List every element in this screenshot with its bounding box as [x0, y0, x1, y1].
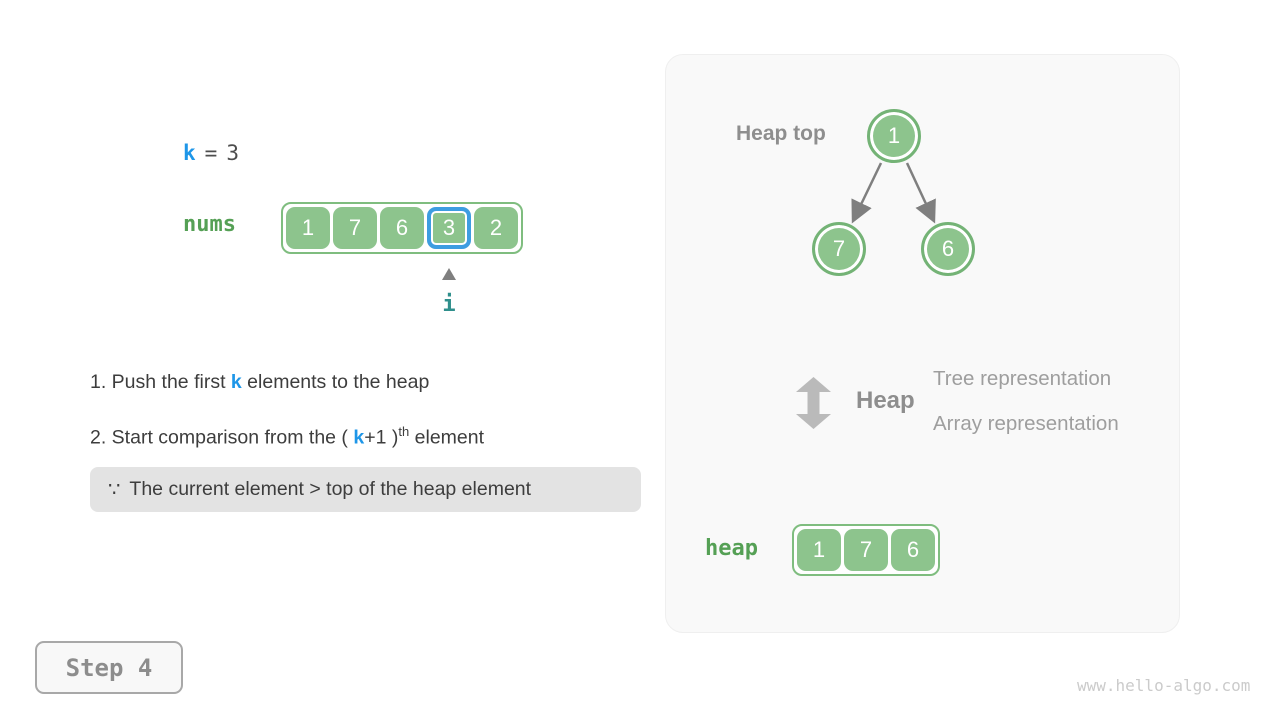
tree-node-root: 1 [867, 109, 921, 163]
instruction-1-text: elements to the heap [241, 371, 430, 393]
k-assignment: k = 3 [183, 141, 240, 165]
instruction-1: 1. Push the first k elements to the heap [90, 371, 429, 394]
nums-cell: 2 [474, 207, 518, 249]
heap-array-label: heap [705, 536, 758, 561]
instruction-2-text: +1 ) [364, 426, 399, 449]
step-indicator: Step 4 [35, 641, 183, 694]
instruction-2: 2. Start comparison from the ( k+1 )th e… [90, 424, 484, 450]
tree-representation-label: Tree representation [933, 367, 1112, 390]
heap-cell: 7 [844, 529, 888, 571]
heap-cell: 1 [797, 529, 841, 571]
tree-node-right-child: 6 [921, 222, 975, 276]
nums-cell: 1 [286, 207, 330, 249]
tree-edges [851, 162, 936, 224]
equals-sign: = [204, 141, 219, 165]
pointer-up-arrow-icon [442, 268, 456, 280]
because-symbol: ∵ [108, 478, 121, 501]
nums-array: 1 7 6 3 2 [281, 202, 523, 254]
k-variable: k [183, 141, 197, 165]
heap-legend-title: Heap [856, 387, 915, 414]
index-pointer-label: i [442, 292, 456, 317]
condition-note: ∵ The current element > top of the heap … [90, 467, 641, 512]
instruction-2-k: k [353, 426, 365, 449]
instruction-1-k: k [230, 371, 242, 393]
nums-cell: 7 [333, 207, 377, 249]
instruction-2-text: 2. Start comparison from the ( [90, 426, 354, 449]
watermark: www.hello-algo.com [1077, 676, 1251, 695]
instruction-1-text: 1. Push the first [90, 371, 231, 393]
ordinal-superscript: th [398, 424, 410, 439]
heap-cell: 6 [891, 529, 935, 571]
array-representation-label: Array representation [933, 412, 1119, 435]
instruction-2-text: element [409, 426, 485, 449]
condition-note-text: The current element > top of the heap el… [129, 478, 532, 500]
heap-panel: Heap top 1 7 6 Heap Tree representation … [665, 54, 1180, 633]
nums-cell: 6 [380, 207, 424, 249]
nums-array-label: nums [183, 212, 236, 237]
heap-top-label: Heap top [736, 122, 826, 145]
up-down-arrow-icon [796, 377, 831, 429]
nums-cell-highlighted: 3 [427, 207, 471, 249]
tree-node-left-child: 7 [812, 222, 866, 276]
k-value: 3 [226, 141, 240, 165]
heap-array: 1 7 6 [792, 524, 940, 576]
